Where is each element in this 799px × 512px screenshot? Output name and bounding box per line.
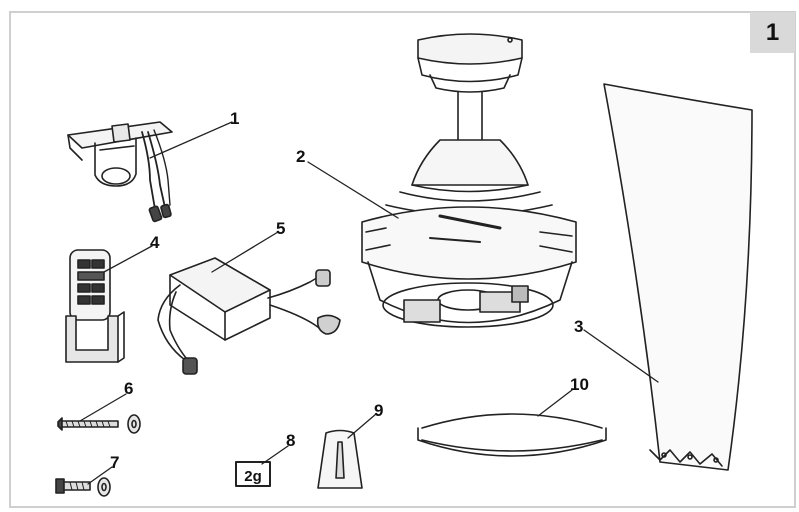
light-cover-ring-illustration — [417, 413, 607, 457]
leader-lines — [79, 121, 659, 485]
callout-label-3: 3 — [574, 317, 584, 336]
diagram-frame — [9, 11, 796, 508]
receiver-illustration — [157, 257, 341, 375]
callout-label-6: 6 — [124, 379, 134, 398]
fan-blade-illustration — [603, 83, 753, 471]
motor-housing-illustration — [361, 33, 577, 328]
remote-control-illustration — [65, 249, 125, 363]
callout-label-10: 10 — [570, 375, 589, 394]
grease-packet-illustration — [235, 461, 271, 487]
callout-label-7: 7 — [110, 453, 120, 472]
callout-label-9: 9 — [374, 401, 384, 420]
callout-label-5: 5 — [276, 219, 286, 238]
screw-illustration — [57, 414, 141, 434]
wedge-illustration — [317, 429, 363, 489]
callout-label-2: 2 — [296, 147, 306, 166]
callout-label-4: 4 — [150, 233, 160, 252]
page-number: 1 — [765, 18, 780, 46]
callout-label-8: 8 — [286, 431, 296, 450]
bolt-illustration — [55, 477, 111, 497]
mounting-bracket-illustration — [67, 121, 173, 223]
grease-packet-text: 2g — [244, 468, 262, 485]
callout-label-1: 1 — [230, 109, 240, 128]
page-number-badge: 1 — [750, 12, 795, 53]
